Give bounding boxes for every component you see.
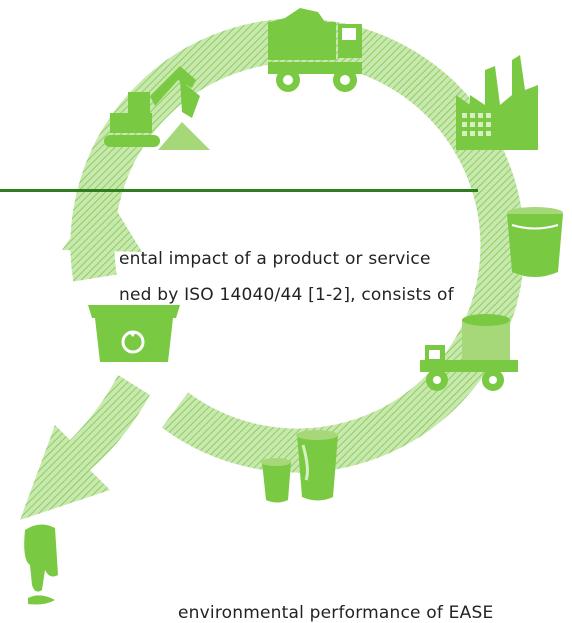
section-divider-rule — [0, 189, 478, 192]
excavator-icon — [104, 66, 210, 150]
paint-cans-icon — [261, 430, 338, 503]
ring-arrow-head-up — [62, 190, 142, 252]
outflow-arrow — [20, 375, 150, 520]
paint-splash-icon — [24, 524, 59, 605]
recycling-bin-icon — [88, 305, 180, 362]
dump-truck-icon — [268, 8, 362, 92]
paint-bucket-icon — [507, 207, 563, 277]
factory-icon — [456, 55, 538, 150]
body-text-line-1: ental impact of a product or service — [119, 249, 431, 269]
body-text-line-3: environmental performance of EASE — [178, 603, 494, 623]
body-text-line-2: ned by ISO 14040/44 [1-2], consists of — [119, 285, 454, 305]
delivery-truck-icon — [420, 314, 518, 391]
